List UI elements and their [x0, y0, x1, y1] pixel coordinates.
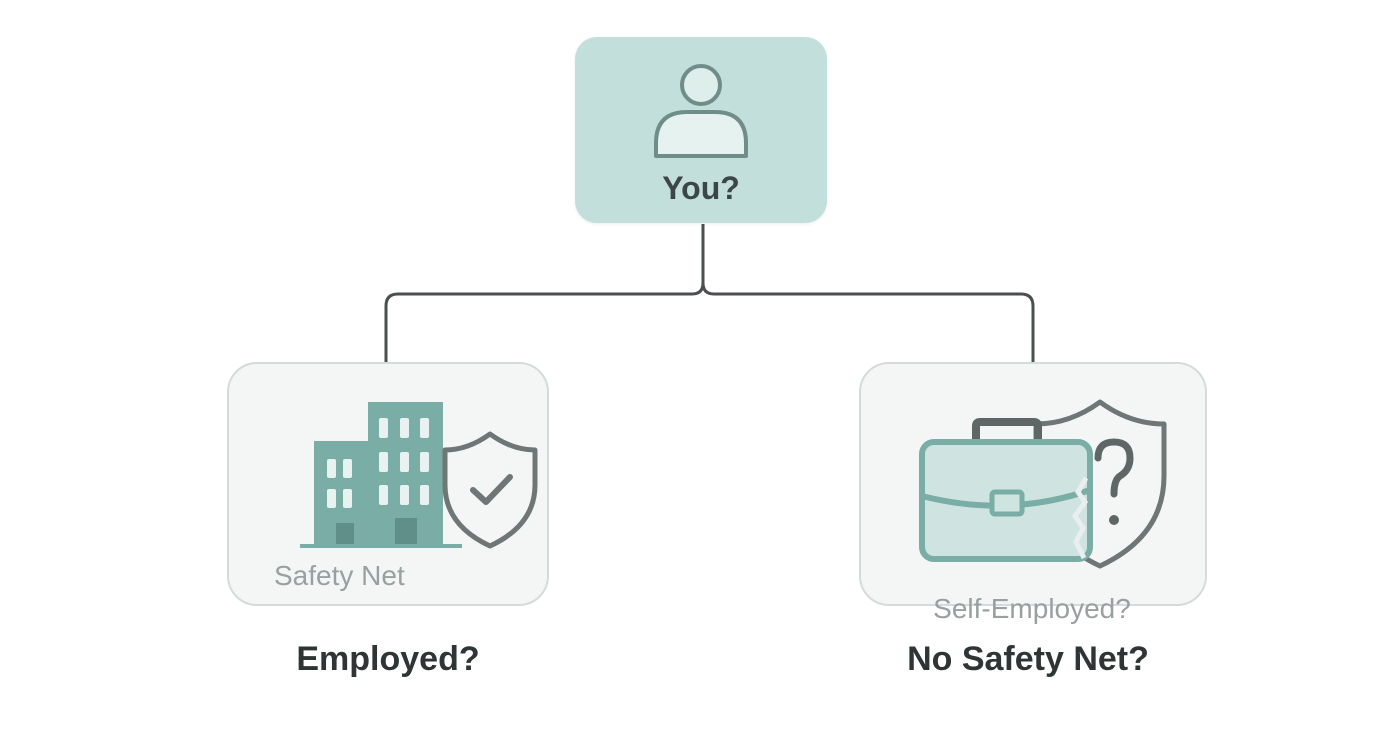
- connector-to-self-employed: [701, 282, 1035, 362]
- safety-net-label: Safety Net: [274, 560, 405, 591]
- employed-caption: Employed?: [296, 640, 480, 678]
- root-label: You?: [662, 170, 740, 206]
- self-employed-label: Self-Employed?: [933, 593, 1131, 624]
- connector-to-employed: [384, 224, 705, 362]
- person-icon: [654, 64, 748, 158]
- shield-check-icon: [442, 431, 538, 549]
- briefcase-icon: [919, 418, 1093, 562]
- no-safety-net-caption: No Safety Net?: [907, 640, 1149, 678]
- office-building-icon: [300, 402, 462, 548]
